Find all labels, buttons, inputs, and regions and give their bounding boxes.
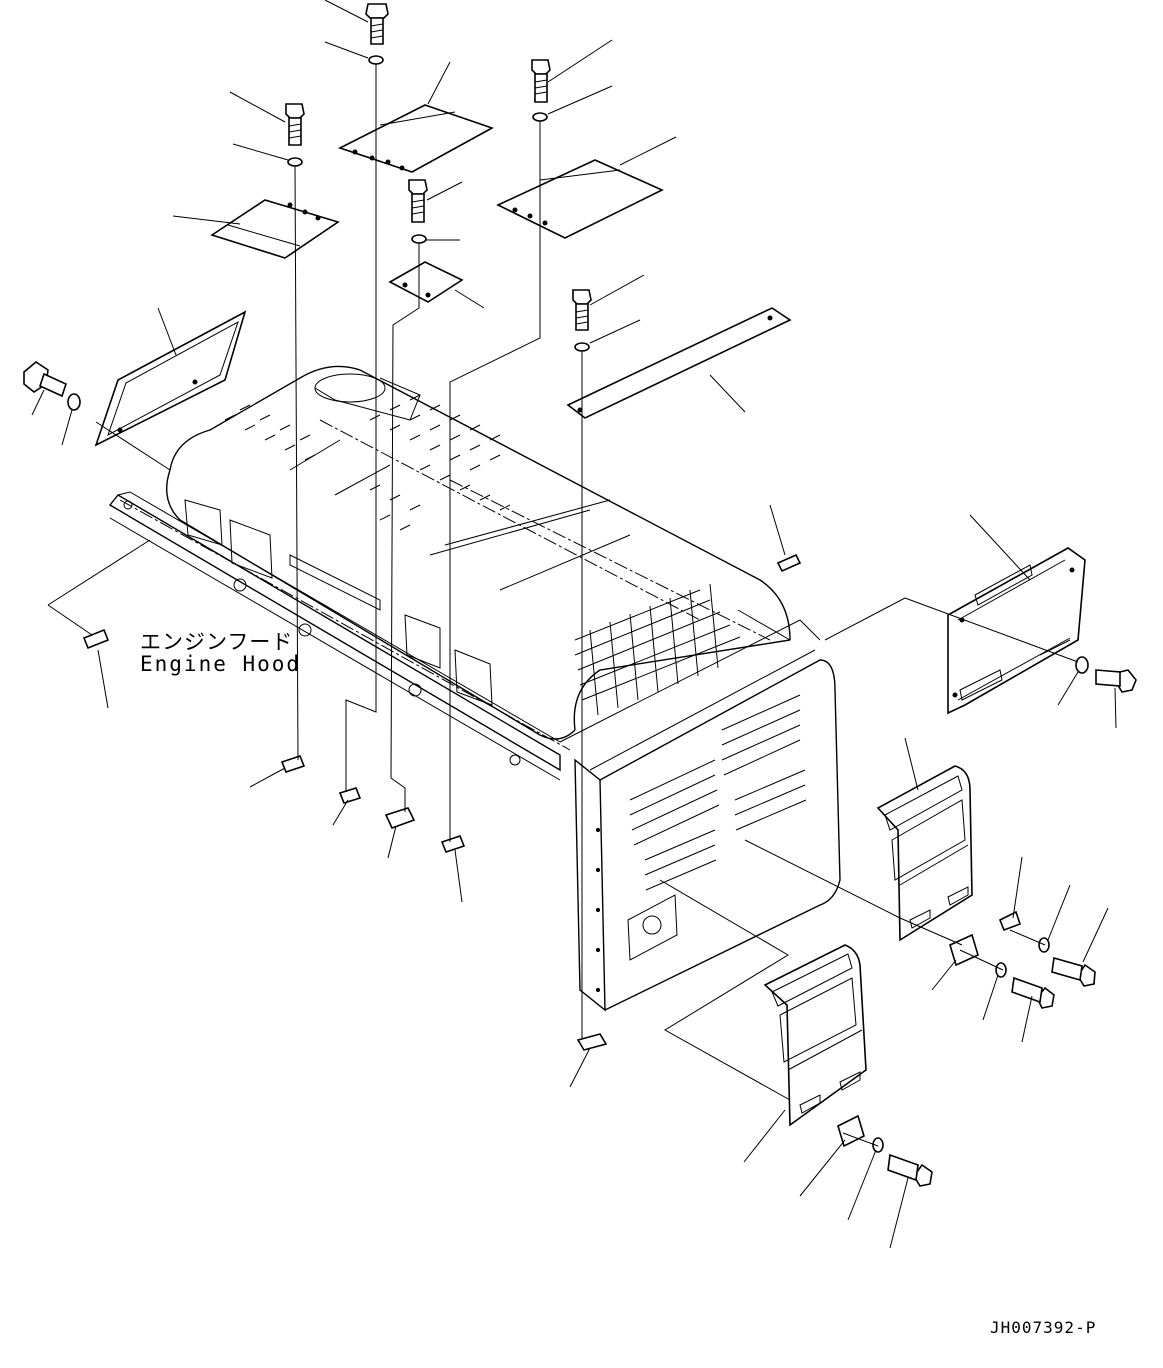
hood-top-grill [224, 394, 511, 531]
bolts-and-washers [23, 3, 1137, 1187]
engine-hood-body [108, 365, 841, 1012]
washer-4-icon [411, 234, 427, 244]
clip-5-icon [576, 1033, 608, 1051]
nut-plate-2-icon [837, 1114, 865, 1148]
washer-5-icon [574, 342, 590, 352]
bolt-3-icon [531, 59, 551, 103]
nut-plate-1-icon [949, 933, 979, 967]
washer-1-icon [368, 55, 384, 65]
cover-plate-top-right [496, 159, 664, 239]
hood-front-grill [574, 583, 807, 891]
clip-3-icon [384, 807, 416, 830]
bolt-7-icon [1095, 669, 1137, 693]
washer-10-icon [872, 1137, 884, 1153]
bolt-1-icon [365, 3, 389, 45]
clip-6-icon [998, 910, 1022, 932]
cover-plate-long [566, 307, 792, 419]
washer-2-icon [287, 157, 303, 167]
cover-plate-small [388, 261, 464, 303]
bolt-6-icon [23, 361, 67, 398]
bolt-10-icon [887, 1153, 933, 1187]
top-cover-plates [94, 104, 1086, 715]
drawing-number: JH007392-P [990, 1318, 1097, 1337]
washer-3-icon [532, 112, 548, 122]
side-cover-left [94, 310, 247, 447]
cover-plate-top-left [210, 199, 340, 259]
bolt-8-icon [1051, 956, 1096, 987]
bolt-9-icon [1011, 976, 1055, 1009]
door-panel-lower [763, 944, 867, 1127]
bolt-4-icon [408, 179, 428, 223]
clip-4-icon [440, 835, 466, 853]
engine-hood-label-japanese: エンジンフード [140, 630, 294, 654]
cover-plate-top-center [337, 104, 494, 173]
clip-left-icon [82, 628, 110, 650]
washer-6-icon [67, 393, 81, 411]
assembly-center-lines [47, 64, 1079, 1147]
bolt-5-icon [572, 289, 592, 331]
washer-7-icon [1075, 656, 1089, 674]
leader-lines [31, 0, 1117, 1249]
clip-2-icon [338, 787, 362, 804]
clip-1-icon [280, 755, 306, 773]
front-door-panels [763, 765, 973, 1127]
engine-hood-label-english: Engine Hood [140, 652, 302, 676]
side-cover-right [947, 547, 1086, 715]
bolt-2-icon [285, 103, 305, 146]
washer-9-icon [995, 962, 1007, 978]
clip-top-right-icon [776, 553, 802, 573]
